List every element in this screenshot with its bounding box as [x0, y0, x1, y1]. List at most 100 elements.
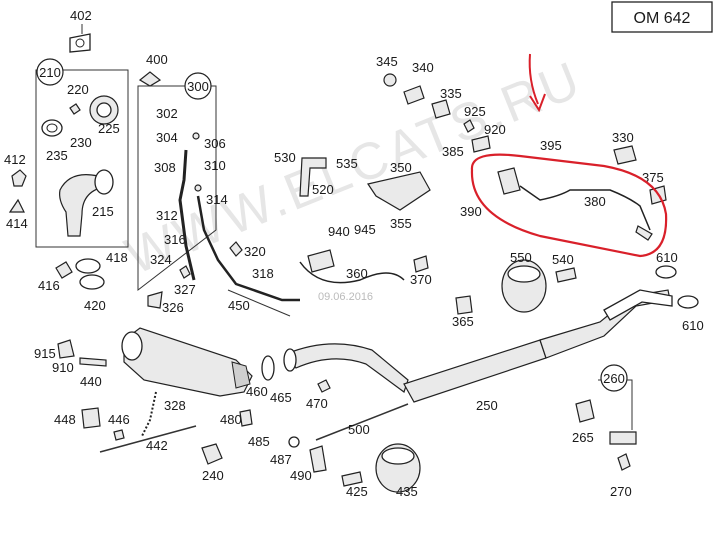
label-370: 370 [410, 272, 432, 287]
group-300-badge [184, 72, 212, 100]
part-350-heat-shield [367, 171, 431, 211]
part-335-bolt [431, 99, 451, 119]
label-308: 308 [154, 160, 176, 175]
label-480: 480 [220, 412, 242, 427]
label-920: 920 [484, 122, 506, 137]
part-490-hanger [309, 445, 327, 473]
label-945: 945 [354, 222, 376, 237]
label-215: 215 [92, 204, 114, 219]
part-345-nut [383, 73, 397, 87]
part-340-bracket [403, 85, 425, 105]
label-910: 910 [52, 360, 74, 375]
label-330: 330 [612, 130, 634, 145]
part-220-nut [69, 103, 81, 115]
label-414: 414 [6, 216, 28, 231]
label-314: 314 [206, 192, 228, 207]
label-385: 385 [442, 144, 464, 159]
group-260-label: 260 [603, 371, 625, 386]
highlight-outline [470, 153, 668, 258]
label-240: 240 [202, 468, 224, 483]
part-320-clip [229, 241, 243, 257]
part-412-bolt [11, 169, 27, 187]
label-915: 915 [34, 346, 56, 361]
date-stamp: 09.06.2016 [318, 291, 373, 303]
part-470-clamp [317, 379, 331, 393]
label-390: 390 [460, 204, 482, 219]
part-215-elbow-pipe [59, 174, 110, 237]
group-210-badge [36, 58, 64, 86]
label-448: 448 [54, 412, 76, 427]
label-365: 365 [452, 314, 474, 329]
label-327: 327 [174, 282, 196, 297]
label-465: 465 [270, 390, 292, 405]
label-380: 380 [584, 194, 606, 209]
part-940-sensor [307, 249, 335, 273]
label-440: 440 [80, 374, 102, 389]
label-520: 520 [312, 182, 334, 197]
label-324: 324 [150, 252, 172, 267]
label-420: 420 [84, 298, 106, 313]
label-487: 487 [270, 452, 292, 467]
part-480-nut [239, 409, 253, 427]
part-270-bracket [609, 431, 637, 445]
label-610-top: 610 [656, 250, 678, 265]
label-350: 350 [390, 160, 412, 175]
part-910-sensor [79, 357, 107, 367]
group-260-badge [600, 364, 628, 392]
label-450: 450 [228, 298, 250, 313]
part-418-gasket [75, 258, 101, 274]
label-550: 550 [510, 250, 532, 265]
part-610-clamp-bottom [677, 295, 699, 309]
part-327-fitting [179, 265, 191, 279]
engine-code: OM 642 [634, 10, 691, 27]
label-435: 435 [396, 484, 418, 499]
label-535: 535 [336, 156, 358, 171]
label-395: 395 [540, 138, 562, 153]
label-340: 340 [412, 60, 434, 75]
part-920-sensor [471, 135, 491, 153]
part-402-gasket [69, 33, 91, 53]
label-304: 304 [156, 130, 178, 145]
label-610-bottom: 610 [682, 318, 704, 333]
part-330-clip [613, 145, 637, 165]
label-485: 485 [248, 434, 270, 449]
label-265: 265 [572, 430, 594, 445]
label-500: 500 [348, 422, 370, 437]
part-326-bracket [147, 291, 163, 309]
label-306: 306 [204, 136, 226, 151]
part-front-pipe [285, 343, 409, 393]
label-412: 412 [4, 152, 26, 167]
label-235: 235 [46, 148, 68, 163]
part-402-hole [75, 38, 85, 48]
label-470: 470 [306, 396, 328, 411]
label-402: 402 [70, 8, 92, 23]
label-345: 345 [376, 54, 398, 69]
label-540: 540 [552, 252, 574, 267]
label-270: 270 [610, 484, 632, 499]
highlight-arrow [528, 53, 539, 105]
label-302: 302 [156, 106, 178, 121]
part-380-probe [635, 225, 653, 241]
label-316: 316 [164, 232, 186, 247]
label-225: 225 [98, 121, 120, 136]
part-380-cable [519, 185, 651, 231]
group-300-label: 300 [187, 79, 209, 94]
part-460-gasket [261, 355, 275, 381]
label-940: 940 [328, 224, 350, 239]
part-360-cable [299, 261, 405, 284]
part-446-bolt [113, 429, 125, 441]
label-425: 425 [346, 484, 368, 499]
part-416-stud [55, 261, 73, 279]
part-425-bolt [341, 471, 363, 487]
part-230-ring [41, 119, 63, 137]
part-414-clip [8, 198, 25, 213]
part-265-hanger [575, 399, 595, 423]
label-220: 220 [67, 82, 89, 97]
part-314-hose [196, 195, 300, 302]
part-420-gasket [79, 274, 105, 290]
part-448-clamp [81, 407, 101, 429]
label-375: 375 [642, 170, 664, 185]
label-360: 360 [346, 266, 368, 281]
